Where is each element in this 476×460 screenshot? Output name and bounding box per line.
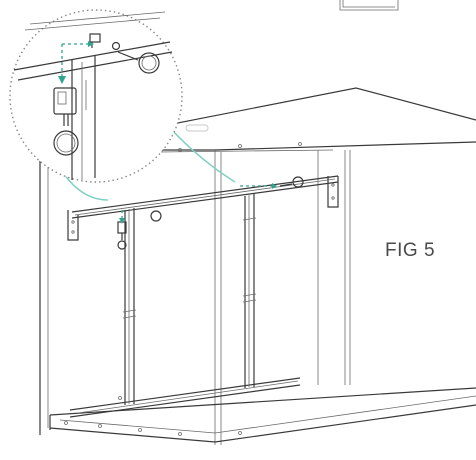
detail-zoom-circle (9, 9, 183, 183)
insert-arrow-left (119, 210, 125, 224)
peg-ghost (185, 124, 209, 132)
figure-label: FIG 5 (385, 240, 436, 261)
screw-holes (64, 142, 302, 436)
pull-ring-right (279, 176, 304, 188)
insert-arrow-right (240, 183, 277, 189)
upper-panel-corner (339, 0, 399, 11)
hanging-frame (67, 175, 339, 405)
pull-ring-left (150, 210, 162, 222)
cabinet-frame (39, 87, 476, 445)
